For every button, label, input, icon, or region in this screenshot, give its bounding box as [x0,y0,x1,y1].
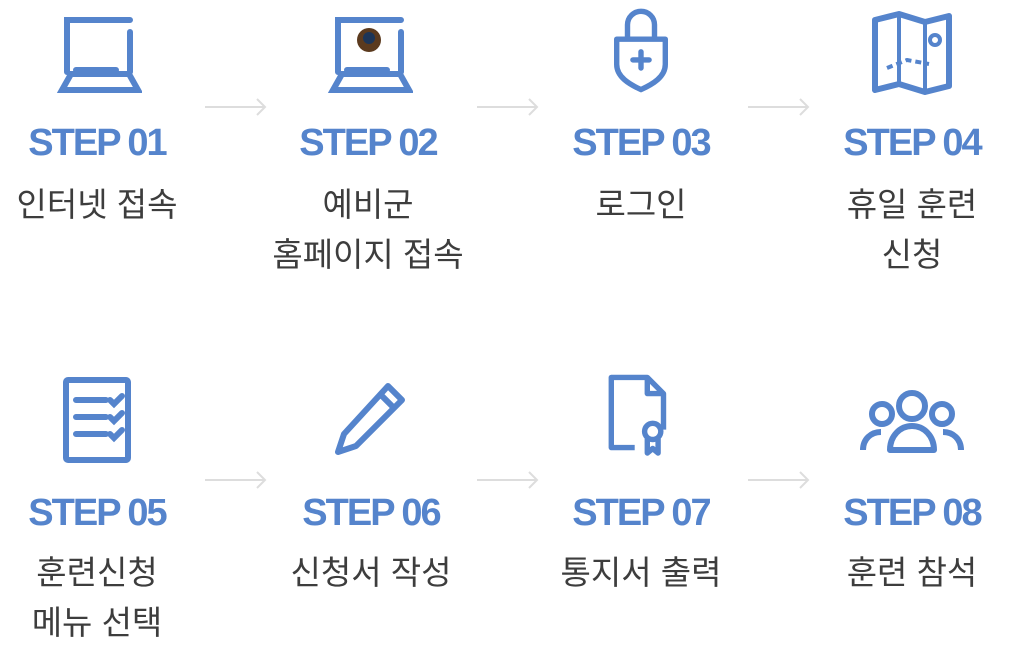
step-desc: 신청서 작성 [290,554,452,591]
step-label: STEP 03 [572,122,711,164]
group-icon [860,390,964,453]
step-desc: 신청 [881,236,943,273]
arrow-right-icon [748,471,810,489]
map-icon [872,11,952,95]
step-desc: 훈련 참석 [846,554,978,591]
step-desc: 통지서 출력 [560,554,722,591]
step-label: STEP 07 [572,492,711,534]
certificate-icon [608,374,667,456]
step-desc: 휴일 훈련 [846,186,978,223]
laptop-emblem-icon [327,17,413,93]
step-desc: 메뉴 선택 [31,604,163,641]
arrow-right-icon [748,98,810,116]
arrow-right-icon [205,98,267,116]
padlock-shield-icon [614,8,668,93]
step-label: STEP 04 [843,122,982,164]
arrow-right-icon [477,98,539,116]
step-desc: 예비군 [322,186,414,223]
checklist-icon [63,377,131,463]
step-label: STEP 05 [28,492,167,534]
step-label: STEP 06 [302,492,441,534]
arrow-right-icon [477,471,539,489]
pencil-icon [335,383,405,455]
step-desc: 훈련신청 [36,554,158,591]
step-label: STEP 08 [843,492,982,534]
step-desc: 로그인 [595,186,687,223]
step-desc: 인터넷 접속 [16,186,178,223]
step-label: STEP 02 [299,122,438,164]
laptop-icon [56,17,142,93]
step-desc: 홈페이지 접속 [272,236,464,273]
step-label: STEP 01 [28,122,167,164]
arrow-right-icon [205,471,267,489]
